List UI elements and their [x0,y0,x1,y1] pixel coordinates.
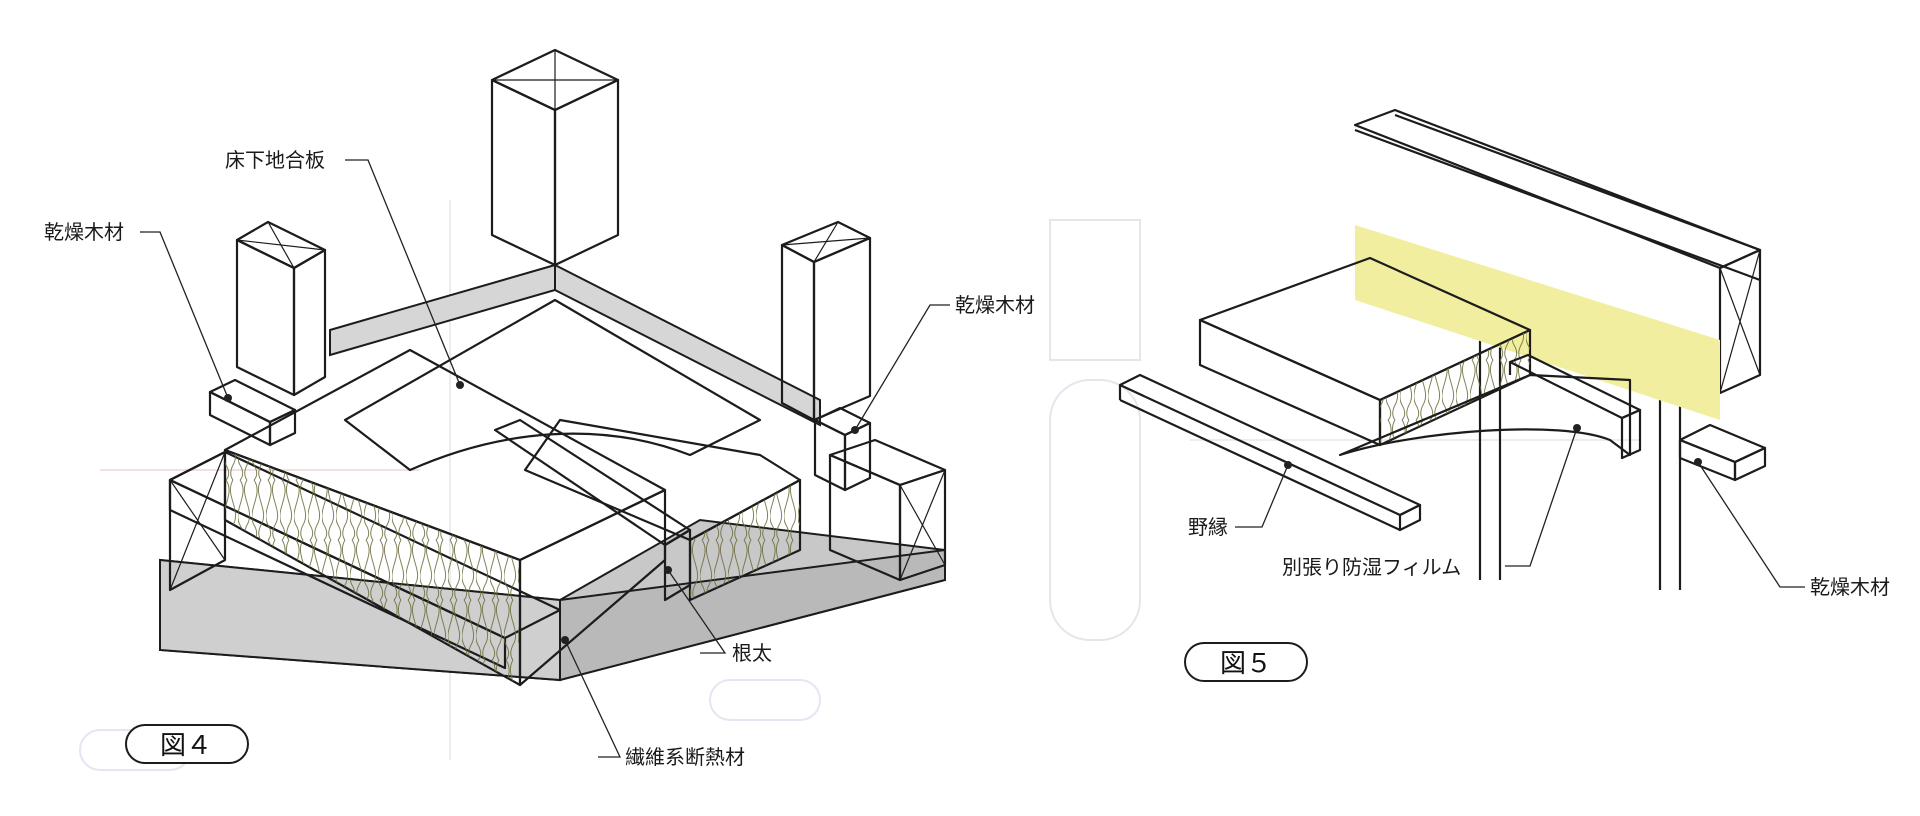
label-subfloor: 床下地合板 [225,148,325,172]
label-dry-wood-left: 乾燥木材 [44,220,124,244]
left-post [235,220,327,397]
figure4-caption: 図４ [160,731,212,761]
vapor-barrier-film [1338,373,1632,457]
label-insulation: 繊維系断熱材 [625,745,745,769]
insulation-upper-band [1355,225,1720,420]
wall-sill-right [554,263,821,427]
figure5-caption: 図５ [1220,649,1272,679]
dry-wood-block-left [208,378,297,447]
subfloor-plywood [343,298,762,472]
figure4-caption-box [125,724,249,764]
figure-5-ceiling-diagram: 野縁 別張り防湿フィルム 乾燥木材 図５ [1118,108,1890,682]
center-post [490,48,620,267]
label-dry-wood-right: 乾燥木材 [955,293,1035,317]
label-joist: 根太 [732,641,772,665]
batten-lower [1118,373,1422,532]
figure5-caption-box [1184,642,1308,682]
figure-4-floor-diagram: 床下地合板 乾燥木材 乾燥木材 根太 繊維系断熱材 図４ [44,48,1035,769]
label-vapor-film: 別張り防湿フィルム [1282,555,1461,579]
joist [493,418,692,602]
sill-beam-right [828,438,947,582]
dry-wood-block [1678,423,1767,482]
label-batten: 野縁 [1188,515,1228,539]
label-dry-wood: 乾燥木材 [1810,575,1890,599]
batten-middle [1508,353,1642,460]
dry-wood-block-right [813,406,872,492]
